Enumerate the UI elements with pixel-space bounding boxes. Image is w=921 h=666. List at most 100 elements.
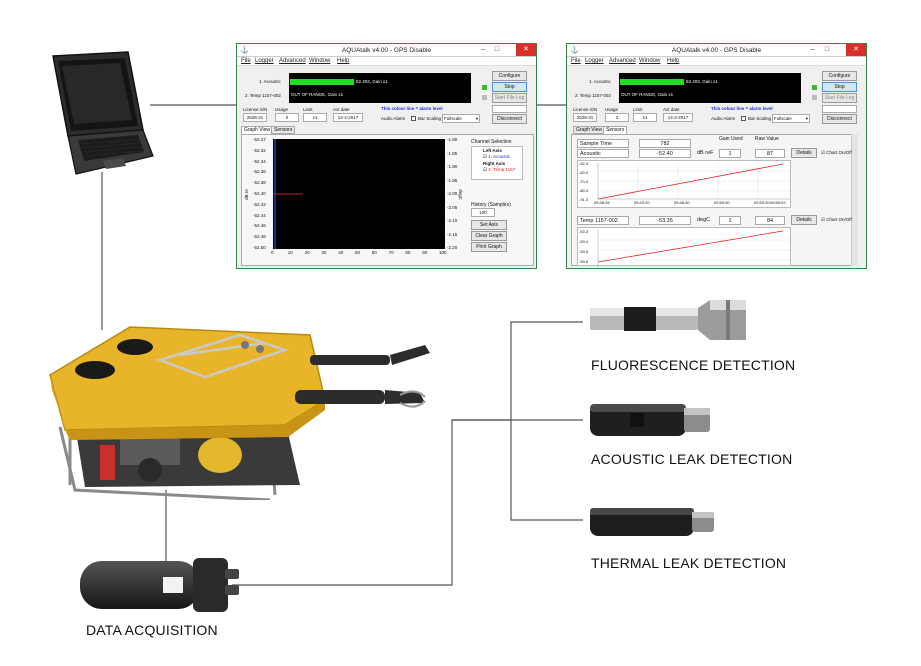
menu-window[interactable]: Window xyxy=(639,58,661,64)
minimize-icon[interactable]: – xyxy=(811,46,815,53)
acoustic-x-tick: 09:38:26 xyxy=(594,200,610,205)
tab-graph-view[interactable]: Graph View xyxy=(573,126,606,134)
limit-value: 11 xyxy=(303,113,327,122)
acoustic-x-tick: 09:53:20 xyxy=(754,200,770,205)
close-icon[interactable]: ✕ xyxy=(846,44,866,56)
left-axis-item-label: 1. Acoustic xyxy=(488,154,511,159)
print-graph-button[interactable]: Print Graph xyxy=(471,242,507,252)
status-light-gray xyxy=(482,95,487,100)
right-tick-label: -1.90 xyxy=(447,164,458,169)
channel-1-name: 1. Acoustic xyxy=(259,79,281,84)
temp-name: Temp 1157-002 xyxy=(577,216,629,225)
menu-advanced[interactable]: Advanced xyxy=(609,58,636,64)
menu-file[interactable]: File xyxy=(241,58,251,64)
app-icon: ⚓ xyxy=(240,47,249,54)
audio-alarm-checkbox[interactable] xyxy=(411,116,416,121)
acoustic-leak-detection-label: ACOUSTIC LEAK DETECTION xyxy=(591,451,793,467)
channel-1-name: 1. Acoustic xyxy=(589,79,611,84)
temp-raw: 84 xyxy=(755,216,785,225)
tab-sensors[interactable]: Sensors xyxy=(271,126,296,134)
license-value: 2528-31 xyxy=(243,113,267,122)
set-axis-button[interactable]: Set Axis xyxy=(471,220,507,230)
window-title: AQUAtalk v4.00 - GPS Disable xyxy=(671,47,762,54)
left-axis-heading: Left Axis xyxy=(483,148,502,153)
stop-button[interactable]: Stop xyxy=(492,82,527,92)
right-tick-label: -2.10 xyxy=(447,218,458,223)
checkbox-icon: ☑ xyxy=(483,154,489,159)
acoustic-x-tick: 09:50:02 xyxy=(770,200,786,205)
acoustic-details-button[interactable]: Details xyxy=(791,148,817,158)
menu-window[interactable]: Window xyxy=(309,58,331,64)
graph-traces xyxy=(273,139,303,249)
start-file-log-button[interactable]: Start File Log xyxy=(492,93,527,103)
temp-chart-toggle[interactable]: ☑ Chart On/Off xyxy=(821,217,852,223)
status-light-gray xyxy=(812,95,817,100)
right-axis-heading: Right Axis xyxy=(483,161,506,166)
right-tick-label: -2.20 xyxy=(447,245,458,250)
audio-alarm-checkbox[interactable] xyxy=(741,116,746,121)
bar-scaling-value: Fullscale xyxy=(774,116,792,121)
stop-button[interactable]: Stop xyxy=(822,82,857,92)
channel-1-readout: 52.403, Gain x1 xyxy=(686,79,718,84)
chevron-down-icon: ▾ xyxy=(475,116,478,121)
channel-selection-box xyxy=(471,146,523,180)
left-axis-item[interactable]: ☑ 1. Acoustic xyxy=(483,154,510,160)
x-tick-label: 80 xyxy=(405,250,411,255)
menu-bar: File Logger Advanced Window Help xyxy=(567,57,866,66)
right-axis-item[interactable]: ☑ 2. Temp 1157 xyxy=(483,167,515,173)
temp-value: -53.35 xyxy=(639,216,691,225)
tab-sensors[interactable]: Sensors xyxy=(603,126,628,134)
configure-button[interactable]: Configure xyxy=(822,71,857,81)
bar-scaling-select[interactable]: Fullscale ▾ xyxy=(772,114,810,123)
right-tick-label: -2.05 xyxy=(447,204,458,210)
x-tick-label: 60 xyxy=(371,250,377,255)
left-tick-label: -52.36 xyxy=(253,169,266,175)
tab-graph-view[interactable]: Graph View xyxy=(241,126,274,134)
checkbox-icon: ☑ xyxy=(821,150,827,155)
menu-file[interactable]: File xyxy=(571,58,581,64)
maximize-icon[interactable]: □ xyxy=(824,46,830,53)
act-date-value: 14-2-2017 xyxy=(333,113,363,122)
clear-graph-button[interactable]: Clear Graph xyxy=(471,231,507,241)
left-axis-unit: dB re xyxy=(243,189,249,200)
temp-trend-chart xyxy=(597,230,790,267)
menu-bar: File Logger Advanced Window Help xyxy=(237,57,536,66)
left-tick-label: -52.50 xyxy=(253,245,266,250)
history-input[interactable]: 100 xyxy=(471,208,495,217)
usage-label: Usage xyxy=(605,107,619,112)
menu-help[interactable]: Help xyxy=(667,58,680,64)
right-tick-label: -1.85 xyxy=(447,150,458,156)
thermal-sensor xyxy=(590,508,714,536)
disconnect-button[interactable]: Disconnect xyxy=(822,114,857,124)
scrollbar[interactable] xyxy=(851,134,858,266)
data-acquisition-device xyxy=(80,558,239,612)
chevron-down-icon: ▾ xyxy=(805,116,808,121)
acoustic-y-tick: -91.3 xyxy=(579,197,589,202)
acoustic-chart-toggle[interactable]: ☑ Chart On/Off xyxy=(821,150,852,156)
bar-scaling-select[interactable]: Fullscale ▾ xyxy=(442,114,480,123)
menu-advanced[interactable]: Advanced xyxy=(279,58,306,64)
maximize-icon[interactable]: □ xyxy=(494,46,500,53)
start-file-log-button[interactable]: Start File Log xyxy=(822,93,857,103)
configure-button[interactable]: Configure xyxy=(492,71,527,81)
data-acquisition-label: DATA ACQUISITION xyxy=(86,622,218,638)
channel-2-readout: OUT OF RANGE, Gain x1 xyxy=(291,92,344,97)
disconnect-button[interactable]: Disconnect xyxy=(492,114,527,124)
menu-logger[interactable]: Logger xyxy=(585,58,604,64)
license-label: License S/N xyxy=(573,107,598,112)
acoustic-name: Acoustic xyxy=(577,149,629,158)
menu-help[interactable]: Help xyxy=(337,58,350,64)
minimize-icon[interactable]: – xyxy=(481,46,485,53)
left-tick-label: -52.46 xyxy=(253,223,266,229)
menu-logger[interactable]: Logger xyxy=(255,58,274,64)
right-axis-item-label: 2. Temp 1157 xyxy=(488,167,516,172)
temp-y-tick: -53.5 xyxy=(579,249,589,254)
temp-details-button[interactable]: Details xyxy=(791,215,817,225)
temp-mini-chart: -53.3-53.4-53.5-53.6 xyxy=(577,227,791,267)
sample-time-label: Sample Time xyxy=(577,139,629,148)
channel-display: 52.403, Gain x1 OUT OF RANGE, Gain x1 xyxy=(289,73,471,103)
close-icon[interactable]: ✕ xyxy=(516,44,536,56)
right-tick-label: -1.95 xyxy=(447,177,458,183)
x-tick-label: 90 xyxy=(422,250,428,255)
